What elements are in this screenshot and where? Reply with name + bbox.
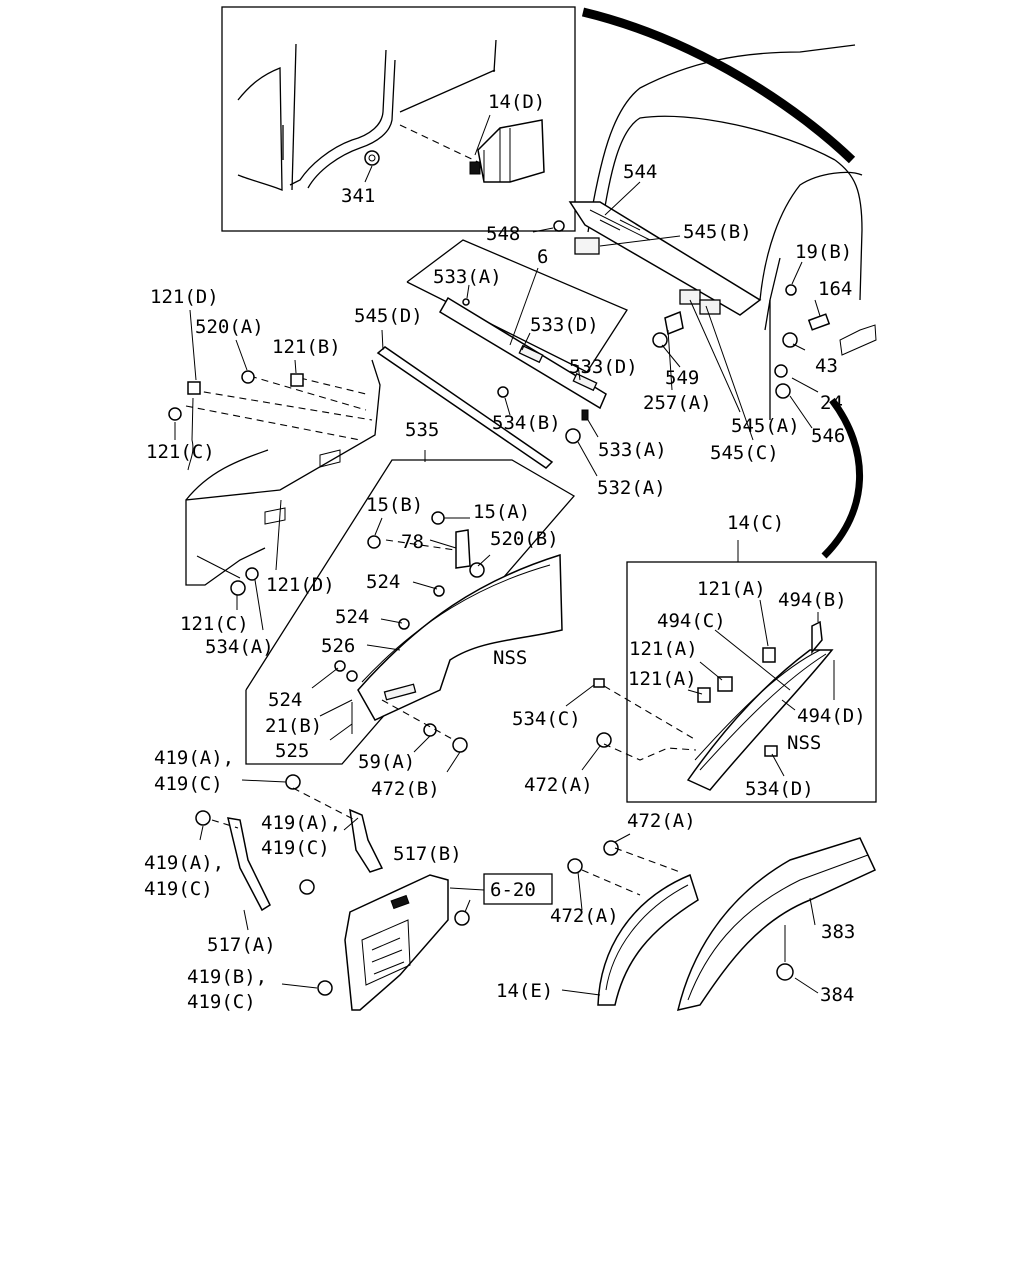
part-label: 164 (818, 278, 852, 300)
part-label: 341 (341, 185, 375, 207)
part-label: 545(B) (683, 221, 752, 243)
part-label: 524 (268, 689, 302, 711)
part-label: 494(C) (657, 610, 726, 632)
inset-box (221, 6, 576, 232)
part-label: 15(A) (473, 501, 530, 523)
part-label: 545(D) (354, 305, 423, 327)
part-label: 419(B), (187, 966, 267, 988)
part-label: 59(A) (358, 751, 415, 773)
part-label: 524 (366, 571, 400, 593)
part-label: 520(B) (490, 528, 559, 550)
part-label: 544 (623, 161, 657, 183)
part-label: 545(A) (731, 415, 800, 437)
part-label: NSS (493, 647, 527, 669)
part-label: 517(A) (207, 934, 276, 956)
part-label: 19(B) (795, 241, 852, 263)
part-label: 419(A), (154, 747, 234, 769)
leader-lines (174, 114, 821, 996)
part-label: 472(A) (550, 905, 619, 927)
part-label: 532(A) (597, 477, 666, 499)
part-label: 472(A) (524, 774, 593, 796)
part-label: 383 (821, 921, 855, 943)
part-label: 419(C) (261, 837, 330, 859)
part-label: 520(A) (195, 316, 264, 338)
part-label: 534(C) (512, 708, 581, 730)
line-art (168, 6, 877, 1011)
part-label: 43 (815, 355, 838, 377)
part-label: 545(C) (710, 442, 779, 464)
part-label: 121(B) (272, 336, 341, 358)
part-label: 14(D) (488, 91, 545, 113)
part-label: 533(D) (569, 356, 638, 378)
part-label: 15(B) (366, 494, 423, 516)
part-label: 548 (486, 223, 520, 245)
part-label: 533(A) (598, 439, 667, 461)
part-label: 494(D) (797, 705, 866, 727)
part-label: 535 (405, 419, 439, 441)
part-label: 121(C) (180, 613, 249, 635)
part-label: 419(C) (144, 878, 213, 900)
part-label: 121(D) (266, 574, 335, 596)
inset-box-right (626, 561, 877, 803)
ref-box-6-20 (483, 873, 553, 905)
part-label: 546 (811, 425, 845, 447)
part-labels: 14(D) 341 544 548 545(B) 19(B) 164 6 533… (144, 91, 866, 1013)
part-label: 419(A), (261, 812, 341, 834)
part-label: NSS (787, 732, 821, 754)
part-label: 121(A) (629, 638, 698, 660)
part-label: 419(C) (154, 773, 223, 795)
part-label: 257(A) (643, 392, 712, 414)
part-label: 494(B) (778, 589, 847, 611)
part-label: 21(B) (265, 715, 322, 737)
part-label: 472(A) (627, 810, 696, 832)
part-label: 525 (275, 740, 309, 762)
part-label: 121(A) (628, 668, 697, 690)
part-label: 549 (665, 367, 699, 389)
part-label: 534(A) (205, 636, 274, 658)
part-label: 524 (335, 606, 369, 628)
part-label: 384 (820, 984, 854, 1006)
part-label: 533(D) (530, 314, 599, 336)
part-label: 14(E) (496, 980, 553, 1002)
part-label: 419(A), (144, 852, 224, 874)
part-label: 419(C) (187, 991, 256, 1013)
ref-label-6-20: 6-20 (490, 879, 536, 901)
part-label: 534(D) (745, 778, 814, 800)
part-label: 526 (321, 635, 355, 657)
part-label: 534(B) (492, 412, 561, 434)
part-label: 78 (401, 531, 424, 553)
part-label: 472(B) (371, 778, 440, 800)
part-label: 121(A) (697, 578, 766, 600)
part-label: 121(C) (146, 441, 215, 463)
part-label: 121(D) (150, 286, 219, 308)
part-label: 517(B) (393, 843, 462, 865)
part-label: 533(A) (433, 266, 502, 288)
part-label: 24 (820, 392, 843, 414)
part-label: 14(C) (727, 512, 784, 534)
part-label: 6 (537, 246, 548, 268)
